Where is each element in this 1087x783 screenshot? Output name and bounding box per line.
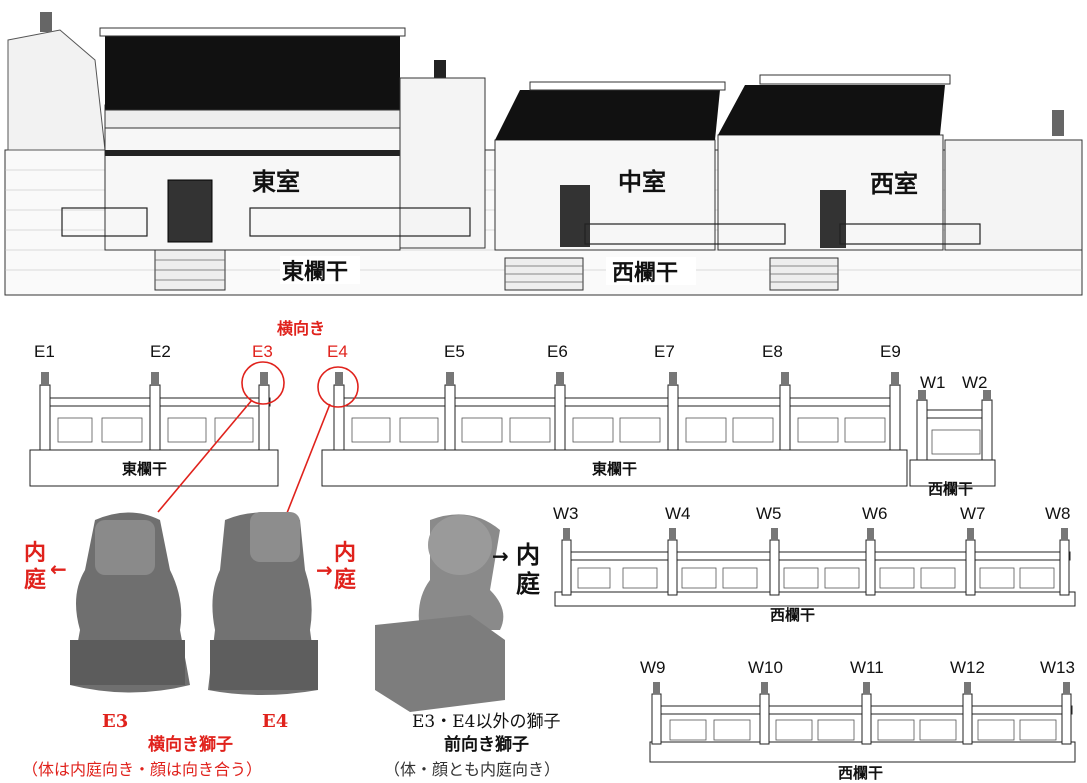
caption-e4: E4 bbox=[262, 711, 288, 732]
inner-court-left-1: 内 bbox=[24, 541, 46, 566]
arrow-right-icon: → bbox=[316, 558, 333, 582]
post-label-e7: E7 bbox=[654, 342, 675, 361]
post-label-e8: E8 bbox=[762, 342, 783, 361]
west-door bbox=[820, 190, 846, 248]
post-label-w13: W13 bbox=[1040, 658, 1075, 677]
lion-photo-e4 bbox=[208, 512, 318, 695]
post-label-w10: W10 bbox=[748, 658, 783, 677]
post-label-e2: E2 bbox=[150, 342, 171, 361]
post-label-w1: W1 bbox=[920, 373, 946, 392]
railing-label-east: 東欄干 bbox=[282, 259, 348, 285]
rail-label-west-c: 西欄干 bbox=[838, 764, 883, 782]
caption-others-note: （体・顔とも内庭向き） bbox=[384, 760, 560, 779]
sideways-label-top: 横向き bbox=[277, 319, 325, 338]
building-elevation: 東室 中室 西室 東欄干 西欄干 bbox=[4, 12, 1083, 296]
lion-photo-e3 bbox=[70, 512, 190, 693]
lion-finials-east bbox=[41, 372, 991, 401]
east-door bbox=[167, 179, 213, 243]
inner-court-right-1: 内 bbox=[334, 541, 356, 566]
post-label-w6: W6 bbox=[862, 504, 888, 523]
post-label-e3: E3 bbox=[252, 342, 273, 361]
post-label-e5: E5 bbox=[444, 342, 465, 361]
inner-court-front-1: 内 bbox=[516, 541, 540, 569]
post-label-w12: W12 bbox=[950, 658, 985, 677]
room-label-east: 東室 bbox=[252, 168, 300, 196]
arrow-right-front-icon: → bbox=[492, 544, 509, 568]
post-label-e1: E1 bbox=[34, 342, 55, 361]
caption-sideways-title: 横向き獅子 bbox=[148, 734, 233, 755]
middle-roof bbox=[495, 90, 720, 140]
post-label-e9: E9 bbox=[880, 342, 901, 361]
post-label-w11: W11 bbox=[850, 658, 884, 677]
rail-label-east-2: 東欄干 bbox=[592, 460, 637, 478]
arrow-left-icon: ← bbox=[50, 557, 67, 581]
east-rail-posts bbox=[39, 384, 993, 461]
caption-sideways-note: （体は内庭向き・顔は向き合う） bbox=[22, 760, 262, 779]
post-label-w2: W2 bbox=[962, 373, 988, 392]
rail-label-west-b: 西欄干 bbox=[770, 606, 815, 624]
rail-label-east-1: 東欄干 bbox=[122, 460, 167, 478]
caption-e3: E3 bbox=[102, 711, 128, 732]
post-labels: E1 E2 E3 E4 E5 E6 E7 E8 E9 W1 W2 横向き bbox=[34, 319, 988, 392]
post-label-w7: W7 bbox=[960, 504, 986, 523]
caption-others-line1: E3・E4以外の獅子 bbox=[412, 712, 560, 732]
lion-photo-front bbox=[375, 514, 505, 712]
inner-court-right-2: 庭 bbox=[334, 567, 356, 593]
west-railing-c: W9 W10 W11 W12 W13 西欄干 bbox=[640, 658, 1076, 782]
room-label-middle: 中室 bbox=[618, 168, 666, 196]
caption-others-title: 前向き獅子 bbox=[444, 734, 529, 755]
room-label-west: 西室 bbox=[870, 170, 918, 198]
west-railing-b: W3 W4 W5 W6 W7 W8 西欄干 bbox=[553, 504, 1076, 624]
inner-court-front-2: 庭 bbox=[516, 570, 540, 598]
callout-e3-e4 bbox=[157, 361, 359, 514]
inner-court-left-2: 庭 bbox=[24, 567, 46, 593]
post-label-e4: E4 bbox=[327, 342, 348, 361]
lion-statue-icon bbox=[40, 12, 52, 32]
post-label-w4: W4 bbox=[665, 504, 691, 523]
post-label-w5: W5 bbox=[756, 504, 782, 523]
west-roof bbox=[718, 85, 945, 135]
post-label-w3: W3 bbox=[553, 504, 579, 523]
railing-label-west: 西欄干 bbox=[612, 260, 678, 286]
east-roof bbox=[105, 35, 400, 110]
post-label-w9: W9 bbox=[640, 658, 666, 677]
post-label-e6: E6 bbox=[547, 342, 568, 361]
post-label-w8: W8 bbox=[1045, 504, 1071, 523]
rail-label-west-a: 西欄干 bbox=[928, 480, 973, 498]
rail-panels-east bbox=[57, 417, 981, 455]
lion-statue-icon bbox=[1052, 110, 1064, 136]
